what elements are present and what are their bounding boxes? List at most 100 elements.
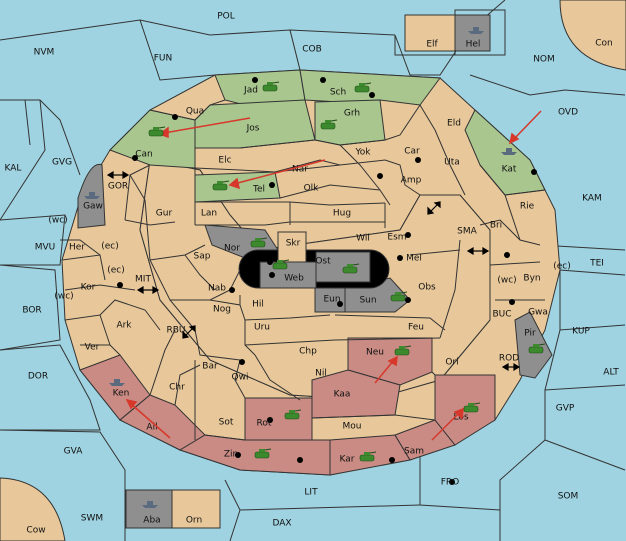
svg-text:Gur: Gur — [156, 209, 173, 219]
army-icon[interactable] — [212, 180, 230, 191]
army-icon[interactable] — [320, 119, 338, 130]
space-labels: POL NVM FUN COB NOM Con OVD KAL GVG GOR … — [5, 12, 620, 536]
label-BUC: BUC — [492, 310, 511, 320]
army-icon[interactable] — [528, 343, 546, 354]
label-NOM: NOM — [533, 55, 555, 65]
region-Aba[interactable] — [125, 489, 173, 529]
army-icon[interactable] — [359, 451, 377, 462]
label-SOM: SOM — [558, 492, 579, 502]
army-icon[interactable] — [272, 259, 290, 270]
label-FUN: FUN — [154, 54, 173, 64]
label-RBU: RBU — [166, 326, 185, 336]
svg-text:Nil: Nil — [315, 369, 327, 379]
svg-text:Ken: Ken — [113, 389, 130, 399]
svg-text:Lan: Lan — [201, 209, 217, 219]
label-TEI: TEI — [589, 259, 604, 269]
svg-text:Kor: Kor — [81, 283, 96, 293]
label-GOR: GOR — [108, 182, 128, 192]
svg-text:Neu: Neu — [366, 348, 384, 358]
coast-mark: (wc) — [48, 216, 67, 226]
svg-text:Grh: Grh — [344, 109, 360, 119]
army-icon[interactable] — [148, 126, 166, 137]
region-Ail[interactable] — [119, 394, 206, 451]
svg-text:Ark: Ark — [116, 321, 132, 331]
army-icon[interactable] — [390, 291, 408, 302]
svg-text:Amp: Amp — [401, 176, 422, 186]
svg-text:Rie: Rie — [520, 202, 535, 212]
army-icon[interactable] — [394, 345, 412, 356]
label-GVA: GVA — [64, 447, 84, 457]
svg-text:Skr: Skr — [286, 239, 301, 249]
label-DAX: DAX — [272, 519, 291, 529]
svg-text:Hil: Hil — [252, 300, 264, 310]
army-icon[interactable] — [254, 448, 272, 459]
svg-text:Bri: Bri — [490, 221, 502, 231]
svg-text:Can: Can — [135, 150, 153, 160]
svg-text:Zin: Zin — [224, 450, 238, 460]
units-layer — [84, 27, 546, 508]
fleet-icon[interactable] — [109, 379, 125, 386]
region-Elf[interactable] — [404, 14, 456, 52]
svg-text:Nor: Nor — [224, 244, 240, 254]
svg-text:Orl: Orl — [445, 358, 458, 368]
army-icon[interactable] — [463, 402, 481, 413]
svg-text:Sap: Sap — [194, 252, 211, 262]
svg-text:Chr: Chr — [169, 383, 185, 393]
svg-text:Rot: Rot — [257, 419, 272, 429]
army-icon[interactable] — [262, 81, 280, 92]
svg-text:Gaw: Gaw — [83, 202, 103, 212]
label-KAM: KAM — [582, 194, 602, 204]
svg-text:Pir: Pir — [524, 329, 536, 339]
army-icon[interactable] — [284, 409, 302, 420]
label-Con: Con — [595, 39, 613, 49]
label-ROD: ROD — [499, 354, 519, 364]
svg-text:Wil: Wil — [356, 234, 370, 244]
label-MVU: MVU — [35, 243, 56, 253]
svg-text:Uta: Uta — [444, 158, 460, 168]
svg-text:Nog: Nog — [213, 305, 231, 315]
army-icon[interactable] — [250, 237, 268, 248]
fleet-icon[interactable] — [501, 148, 517, 155]
svg-text:Qua: Qua — [186, 107, 204, 117]
svg-text:Ver: Ver — [85, 343, 100, 353]
svg-text:Bar: Bar — [202, 362, 218, 372]
svg-text:Hel: Hel — [466, 40, 481, 50]
svg-text:Elc: Elc — [218, 156, 231, 166]
army-icon[interactable] — [354, 82, 372, 93]
fleet-icon[interactable] — [468, 27, 484, 34]
svg-text:Olk: Olk — [304, 184, 320, 194]
label-ALT: ALT — [603, 368, 619, 378]
svg-text:Ost: Ost — [315, 257, 331, 267]
svg-text:Mou: Mou — [343, 422, 362, 432]
svg-text:Kat: Kat — [502, 165, 517, 175]
region-Rot[interactable] — [244, 397, 313, 441]
region-Ost[interactable] — [315, 251, 371, 283]
svg-text:Byn: Byn — [523, 274, 540, 284]
coast-mark: (ec) — [101, 242, 119, 252]
army-icon[interactable] — [342, 263, 360, 274]
svg-text:Car: Car — [404, 147, 420, 157]
svg-text:Sch: Sch — [330, 88, 346, 98]
label-BOR: BOR — [22, 306, 41, 316]
coast-mark: (ec) — [107, 266, 125, 276]
svg-text:Jad: Jad — [243, 86, 258, 96]
label-MIT: MIT — [135, 275, 151, 285]
svg-text:Feu: Feu — [408, 323, 424, 333]
svg-text:Yok: Yok — [354, 148, 371, 158]
fleet-icon[interactable] — [142, 501, 158, 508]
svg-text:Mel: Mel — [406, 254, 422, 264]
svg-text:Esm: Esm — [387, 233, 406, 243]
svg-text:Uru: Uru — [254, 323, 270, 333]
region-Jad[interactable] — [214, 69, 306, 106]
svg-text:Jos: Jos — [246, 124, 260, 134]
svg-text:Sot: Sot — [219, 418, 234, 428]
region-Orn[interactable] — [171, 489, 221, 529]
coast-mark: (wc) — [54, 292, 73, 302]
region-Skr[interactable] — [277, 231, 307, 263]
svg-text:Obs: Obs — [418, 283, 436, 293]
coast-mark: (wc) — [497, 276, 516, 286]
svg-text:Tel: Tel — [252, 185, 265, 195]
fleet-icon[interactable] — [84, 192, 100, 199]
